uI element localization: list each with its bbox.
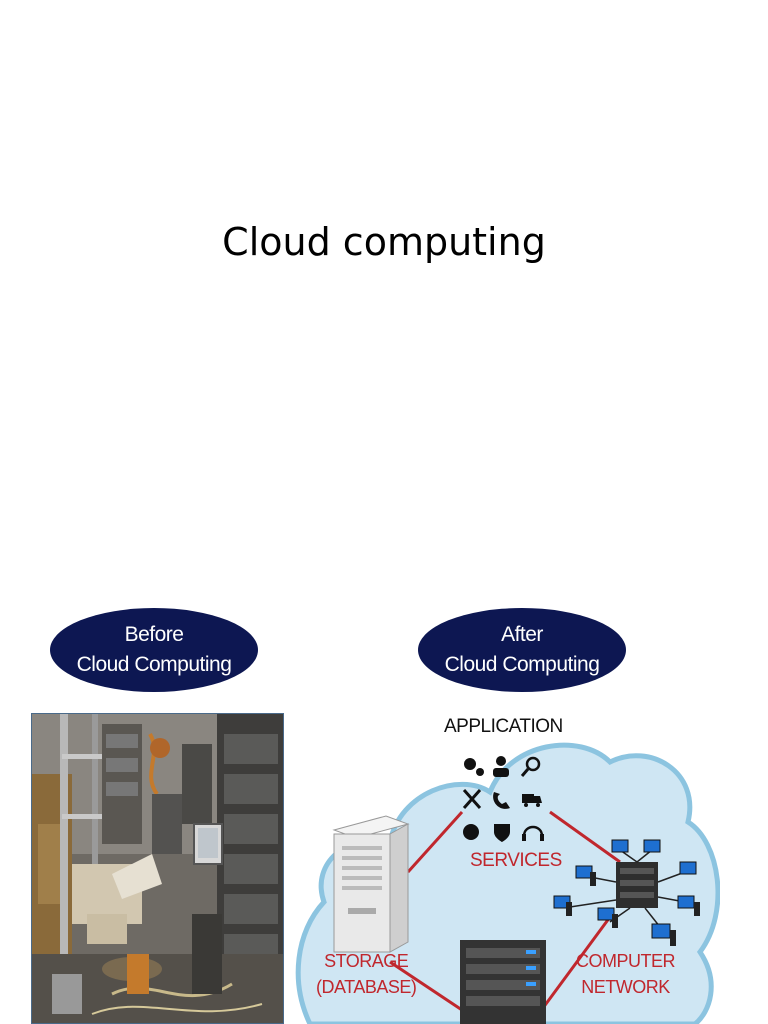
shield-icon bbox=[494, 824, 510, 842]
user-icon bbox=[493, 756, 509, 777]
application-label: APPLICATION bbox=[444, 716, 563, 737]
network-label-line1: COMPUTER bbox=[576, 951, 676, 971]
before-cloud-computing-oval: Before Cloud Computing bbox=[50, 608, 258, 692]
truck-icon bbox=[522, 794, 542, 807]
globe-icon bbox=[463, 824, 479, 840]
cluttered-server-room-photo bbox=[31, 713, 284, 1024]
storage-server-icon bbox=[332, 815, 410, 953]
headset-icon bbox=[522, 825, 544, 841]
rack-server-icon bbox=[460, 940, 546, 1024]
after-cloud-computing-oval: After Cloud Computing bbox=[418, 608, 626, 692]
before-label-line2: Cloud Computing bbox=[76, 653, 232, 676]
server-room-illustration bbox=[32, 714, 283, 1023]
computer-network-label: COMPUTER NETWORK bbox=[576, 948, 676, 1000]
gears-icon bbox=[464, 758, 484, 776]
service-icons-grid bbox=[462, 756, 544, 842]
computer-network-icon bbox=[553, 839, 700, 946]
storage-label-line1: STORAGE bbox=[324, 951, 409, 971]
network-label-line2: NETWORK bbox=[581, 977, 670, 997]
storage-label-line2: (DATABASE) bbox=[316, 977, 417, 997]
cloud-computing-diagram: APPLICATION SERVICES STORAGE (DATABASE) … bbox=[290, 712, 720, 1024]
services-label: SERVICES bbox=[470, 850, 562, 871]
before-label-line1: Before bbox=[124, 623, 184, 646]
after-label-line2: Cloud Computing bbox=[444, 653, 600, 676]
phone-icon bbox=[493, 792, 510, 809]
storage-label: STORAGE (DATABASE) bbox=[316, 948, 417, 1000]
slide-title: Cloud computing bbox=[222, 220, 546, 264]
search-icon bbox=[520, 756, 541, 777]
after-label-line1: After bbox=[501, 623, 543, 646]
tools-icon bbox=[462, 789, 482, 809]
cloud-shape bbox=[295, 742, 720, 1024]
